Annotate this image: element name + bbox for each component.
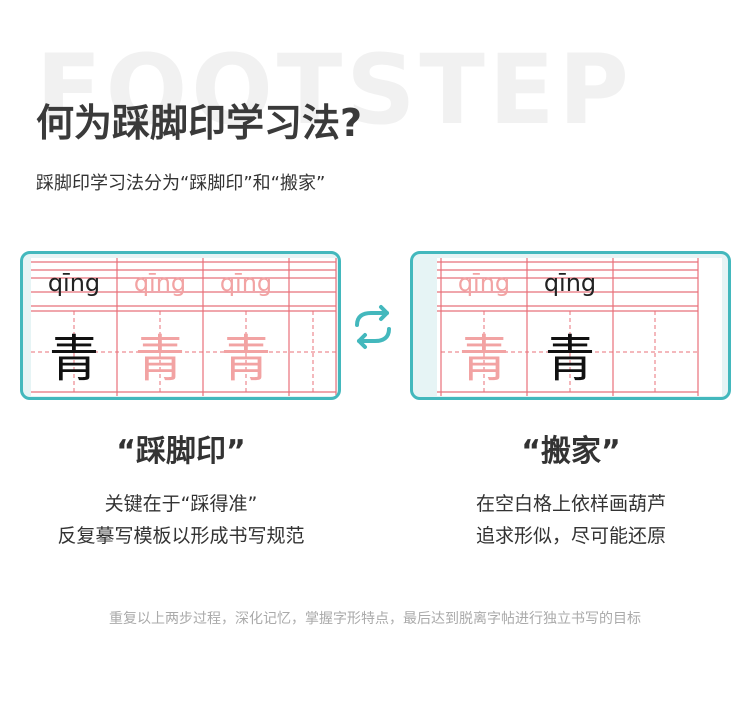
left-hanzi-3: 青	[221, 330, 271, 388]
left-desc-line-1: 关键在于“踩得准”	[104, 493, 258, 515]
right-hanzi-2: 青	[545, 330, 595, 388]
right-caption: “搬家”	[521, 434, 621, 469]
page-subtitle: 踩脚印学习法分为“踩脚印”和“搬家”	[36, 173, 326, 194]
left-desc-line-2: 反复摹写模板以形成书写规范	[57, 525, 305, 547]
left-description: 关键在于“踩得准” 反复摹写模板以形成书写规范	[6, 488, 356, 552]
left-pinyin-3: qīng	[220, 269, 272, 297]
right-pinyin-1: qīng	[458, 269, 510, 297]
footer-note: 重复以上两步过程，深化记忆，掌握字形特点，最后达到脱离字帖进行独立书写的目标	[109, 611, 641, 627]
left-hanzi-1: 青	[49, 330, 99, 388]
left-practice-card: qīng qīng qīng 青 青 青	[20, 251, 341, 400]
left-grid: qīng qīng qīng 青 青 青	[31, 258, 337, 396]
left-pinyin-1: qīng	[48, 269, 100, 297]
left-pinyin-2: qīng	[134, 269, 186, 297]
right-pinyin-2: qīng	[544, 269, 596, 297]
right-desc-line-1: 在空白格上依样画葫芦	[475, 493, 666, 515]
background-watermark-text: FOOTSTEP	[36, 34, 633, 146]
swap-arrows-icon	[355, 305, 391, 349]
right-practice-card: qīng qīng 青 青	[410, 251, 731, 400]
left-caption: “踩脚印”	[116, 434, 246, 469]
right-hanzi-1: 青	[459, 330, 509, 388]
page-title: 何为踩脚印学习法?	[36, 101, 363, 145]
right-description: 在空白格上依样画葫芦 追求形似，尽可能还原	[396, 488, 746, 552]
left-hanzi-2: 青	[135, 330, 185, 388]
right-desc-line-2: 追求形似，尽可能还原	[475, 525, 666, 547]
right-grid: qīng qīng 青 青	[437, 258, 722, 396]
